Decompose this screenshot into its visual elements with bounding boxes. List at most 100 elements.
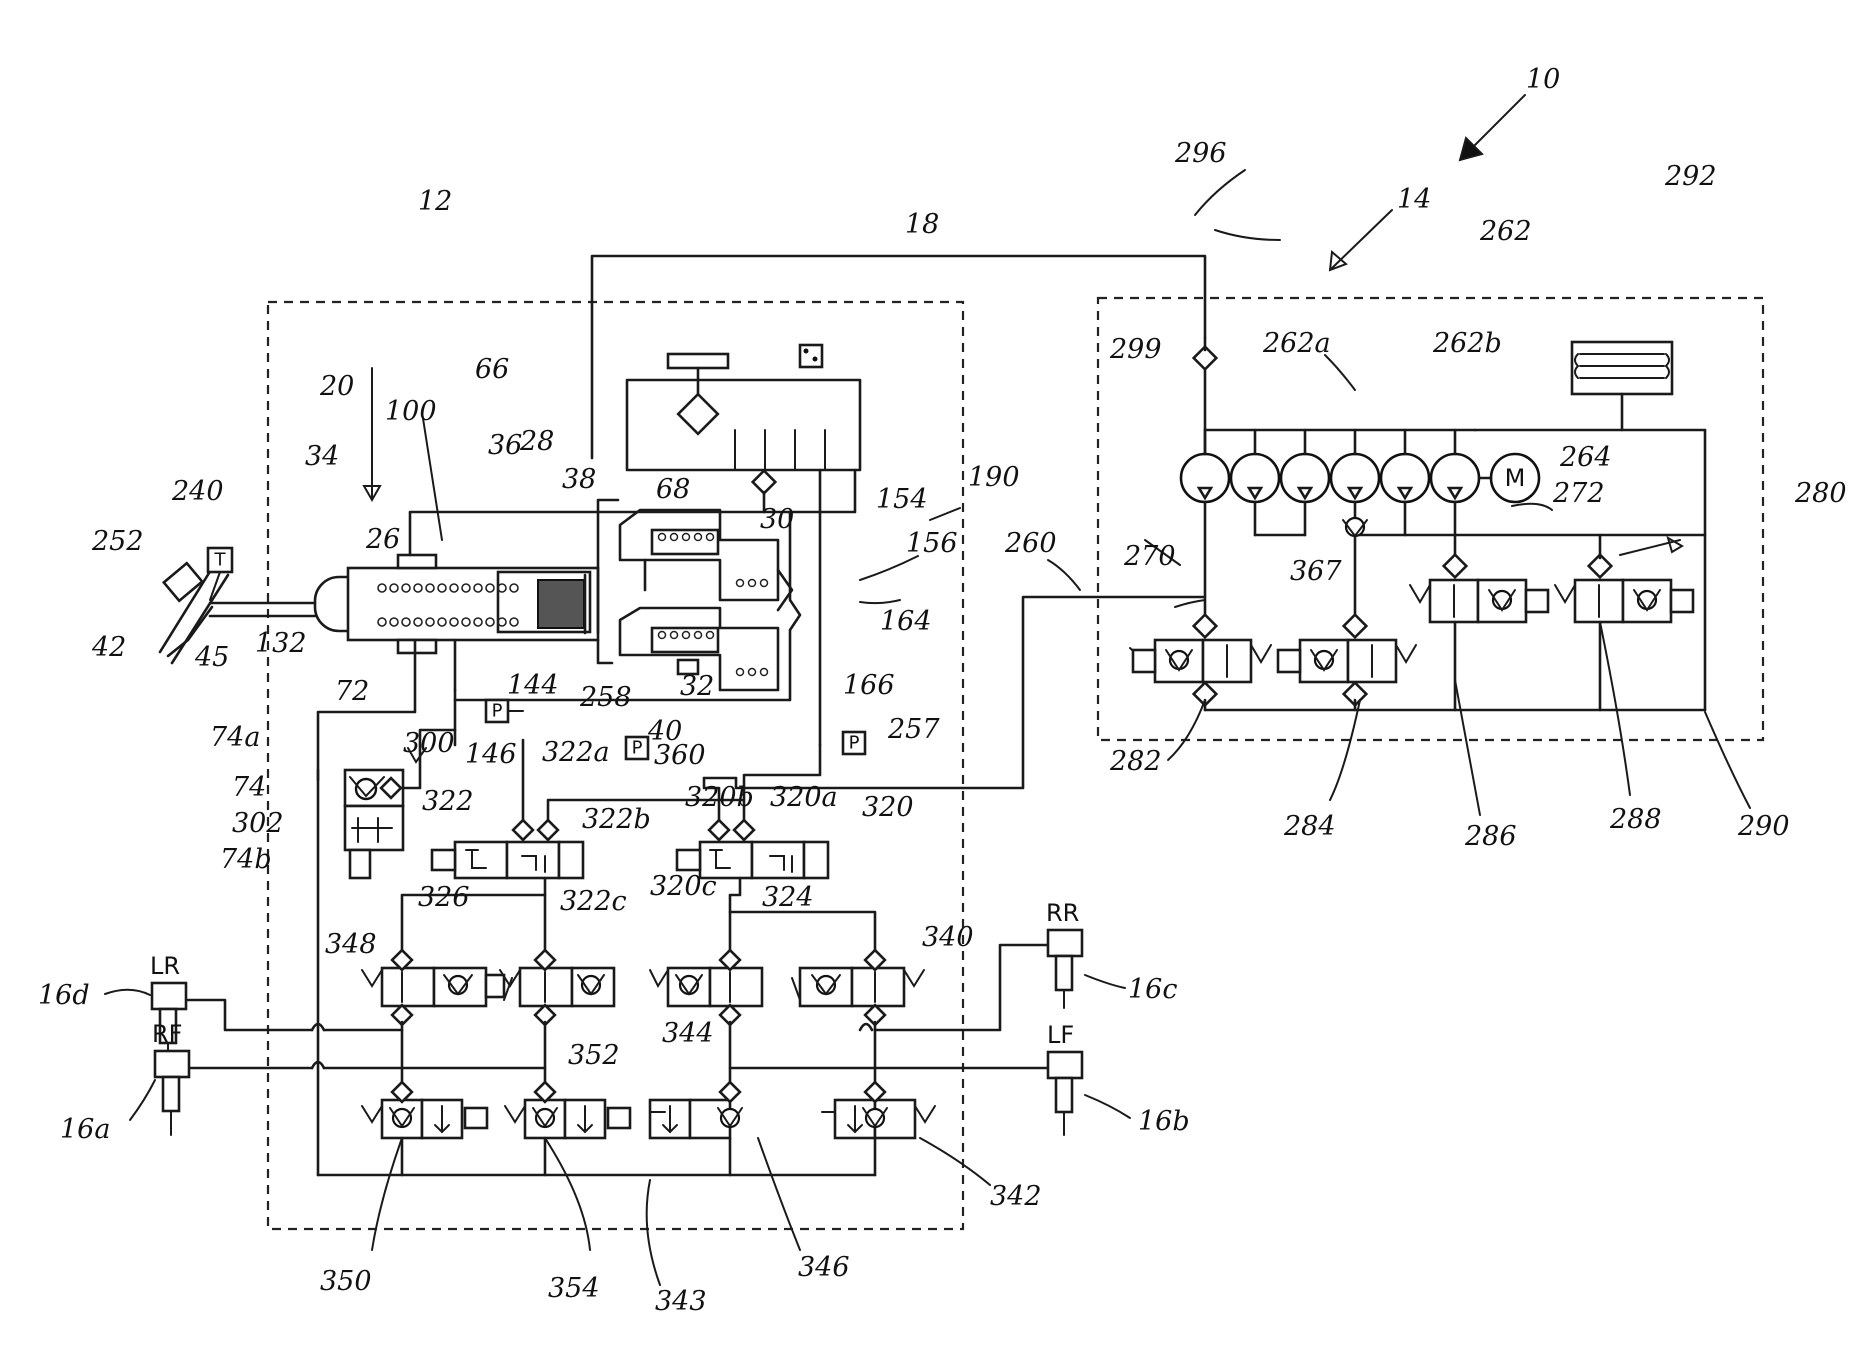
ref-36: 36 xyxy=(488,430,522,461)
pedal-simulator-30 xyxy=(620,510,778,600)
ref-348: 348 xyxy=(325,929,377,960)
pressure-sensor-360-symbol: P xyxy=(632,738,643,759)
ref-302: 302 xyxy=(232,808,284,839)
ref-360: 360 xyxy=(654,740,706,771)
line-324 xyxy=(730,912,875,968)
ref-322: 322 xyxy=(422,786,474,817)
ref-32: 32 xyxy=(680,671,714,702)
ref-320c: 320c xyxy=(650,871,717,902)
ref-18: 18 xyxy=(905,209,939,240)
ref-74b: 74b xyxy=(220,844,272,875)
ref-16d: 16d xyxy=(38,980,90,1011)
ref-322c: 322c xyxy=(560,886,627,917)
ref-154: 154 xyxy=(876,484,928,515)
ref-16a: 16a xyxy=(60,1114,110,1145)
ref-74a: 74a xyxy=(210,722,260,753)
valve-74 xyxy=(345,748,426,878)
ref-342: 342 xyxy=(990,1181,1042,1212)
valve-352 xyxy=(500,968,614,1006)
ref-354: 354 xyxy=(548,1273,600,1304)
ref-164: 164 xyxy=(880,606,932,637)
ref-284: 284 xyxy=(1283,811,1336,842)
ref-28: 28 xyxy=(519,426,554,457)
valve-342 xyxy=(822,1100,935,1138)
ref-344: 344 xyxy=(662,1018,714,1049)
valve-348 xyxy=(362,968,512,1006)
ref-66: 66 xyxy=(475,354,509,385)
ref-14: 14 xyxy=(1397,184,1431,215)
valve-350 xyxy=(362,1100,487,1138)
ref-322a: 322a xyxy=(542,737,610,768)
ref-270: 270 xyxy=(1123,541,1176,572)
ref-38: 38 xyxy=(562,464,596,495)
valve-284 xyxy=(1278,640,1416,682)
label-rr: RR xyxy=(1046,899,1079,927)
ref-45: 45 xyxy=(194,642,229,673)
wheel-brake-rf xyxy=(155,1051,189,1135)
ref-262a: 262a xyxy=(1262,328,1331,359)
ref-156: 156 xyxy=(906,528,958,559)
valve-286 xyxy=(1410,580,1548,622)
label-lf: LF xyxy=(1047,1021,1074,1049)
master-cylinder-20 xyxy=(315,555,598,653)
valve-354 xyxy=(505,1100,630,1138)
ref-286: 286 xyxy=(1464,821,1517,852)
ref-26: 26 xyxy=(365,524,400,555)
ref-296: 296 xyxy=(1174,138,1227,169)
ref-346: 346 xyxy=(798,1252,850,1283)
valve-288 xyxy=(1555,580,1693,622)
ref-146: 146 xyxy=(465,739,517,770)
ref-252: 252 xyxy=(91,526,144,557)
motor-264: M xyxy=(1479,454,1539,502)
valve-344 xyxy=(650,968,762,1006)
ref-262b: 262b xyxy=(1432,328,1502,359)
ref-288: 288 xyxy=(1609,804,1662,835)
label-lr: LR xyxy=(150,952,180,980)
ref-68: 68 xyxy=(656,474,690,505)
ref-320b: 320b xyxy=(685,782,754,813)
line-lr xyxy=(188,1000,312,1030)
ref-100: 100 xyxy=(385,396,437,427)
valve-340 xyxy=(792,968,924,1006)
ref-16b: 16b xyxy=(1138,1106,1190,1137)
ref-10: 10 xyxy=(1526,64,1560,95)
line-40 xyxy=(598,640,612,663)
piston-28 xyxy=(538,580,584,628)
motor-symbol: M xyxy=(1505,464,1526,492)
ref-34: 34 xyxy=(305,441,339,472)
ref-240: 240 xyxy=(171,476,224,507)
ref-72: 72 xyxy=(335,676,369,707)
pressure-sensor-258-symbol: P xyxy=(492,701,503,722)
ref-144: 144 xyxy=(507,670,559,701)
wheel-brake-rr xyxy=(1048,930,1082,1008)
ref-264: 264 xyxy=(1559,442,1612,473)
ref-16c: 16c xyxy=(1128,974,1177,1005)
pump-262 xyxy=(1181,430,1705,535)
ref-260: 260 xyxy=(1004,528,1057,559)
ref-272: 272 xyxy=(1552,478,1605,509)
line-72 xyxy=(318,640,415,780)
ref-74: 74 xyxy=(232,772,266,803)
wheel-brake-lf xyxy=(1048,1052,1082,1135)
ref-257: 257 xyxy=(887,714,940,745)
ref-352: 352 xyxy=(568,1040,620,1071)
valve-346 xyxy=(650,1100,742,1138)
valve-282 xyxy=(1130,640,1271,682)
ref-340: 340 xyxy=(922,922,974,953)
reservoir-18 xyxy=(627,345,860,470)
ref-350: 350 xyxy=(320,1266,372,1297)
ref-166: 166 xyxy=(843,670,895,701)
reservoir-outlet-filter xyxy=(753,471,776,494)
ref-367: 367 xyxy=(1290,556,1342,587)
valve-322 xyxy=(432,842,583,878)
ref-190: 190 xyxy=(968,462,1020,493)
ref-12: 12 xyxy=(418,186,452,217)
ref-320: 320 xyxy=(862,792,914,823)
pressure-sensor-257-symbol: P xyxy=(849,733,860,754)
ref-324: 324 xyxy=(762,882,814,913)
ref-262: 262 xyxy=(1479,216,1532,247)
ref-258: 258 xyxy=(579,682,632,713)
ref-292: 292 xyxy=(1664,161,1717,192)
ref-326: 326 xyxy=(418,882,470,913)
